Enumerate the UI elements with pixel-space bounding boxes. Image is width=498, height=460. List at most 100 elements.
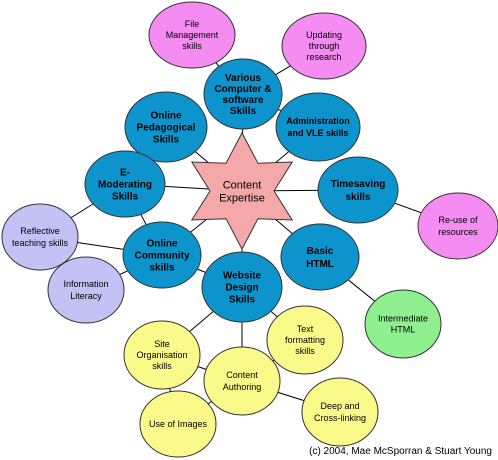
node-label-use-of-images-line: Use of Images	[149, 419, 208, 429]
node-label-computer-software-line: Various	[225, 73, 262, 84]
node-ellipse	[317, 156, 399, 224]
node-label-reuse-resources: Re-use of resources	[438, 215, 478, 237]
center-label-line: Content	[223, 179, 262, 191]
node-label-text-formatting-line: skills	[295, 346, 315, 356]
node-label-e-moderating-line: Skills	[112, 192, 139, 203]
node-ellipse	[139, 390, 217, 458]
node-timesaving: Timesaving skills	[317, 156, 399, 224]
node-label-basic-html-line: Basic	[307, 246, 334, 257]
node-ellipse	[266, 305, 344, 375]
node-label-intermediate-html-line: Intermediate	[378, 314, 428, 324]
node-label-basic-html-line: HTML	[306, 259, 334, 270]
node-label-information-literacy-line: Literacy	[70, 291, 102, 301]
node-label-computer-software-line: Skills	[230, 106, 257, 117]
node-label-deep-crosslinking-line: Deep and	[320, 401, 359, 411]
node-label-information-literacy-line: Information	[63, 279, 108, 289]
node-label-use-of-images: Use of Images	[149, 419, 208, 429]
node-ellipse	[281, 12, 367, 80]
node-label-file-management-line: Management	[166, 30, 219, 40]
node-ellipse	[123, 320, 201, 390]
node-ellipse	[203, 58, 283, 130]
node-label-updating-research-line: research	[306, 52, 341, 62]
node-label-reflective-teaching-line: Reflective	[20, 226, 60, 236]
node-ellipse	[148, 1, 236, 69]
node-label-website-design-line: Design	[225, 283, 258, 294]
node-label-online-pedagogical-line: Online	[150, 111, 182, 122]
node-label-content-authoring-line: Authoring	[223, 382, 262, 392]
node-reuse-resources: Re-use of resources	[417, 192, 498, 260]
node-label-online-pedagogical-line: Pedagogical	[137, 123, 196, 134]
node-label-reuse-resources-line: resources	[438, 227, 478, 237]
node-ellipse	[275, 92, 361, 162]
node-ellipse	[203, 346, 281, 416]
node-label-website-design-line: Website	[223, 271, 262, 282]
node-ellipse	[301, 377, 379, 447]
node-label-timesaving: Timesaving skills	[331, 179, 386, 203]
node-label-site-organisation-line: skills	[152, 361, 172, 371]
node-label-online-community-line: skills	[149, 263, 174, 274]
node-label-computer-software-line: software	[222, 95, 264, 106]
node-ellipse	[417, 192, 498, 260]
node-label-online-community-line: Community	[135, 251, 190, 262]
node-label-site-organisation-line: Site	[154, 339, 170, 349]
center-label-line: Expertise	[219, 192, 265, 204]
node-label-content-authoring-line: Content	[226, 370, 258, 380]
node-label-updating-research-line: through	[309, 41, 340, 51]
node-use-of-images: Use of Images	[139, 390, 217, 458]
node-ellipse	[364, 289, 442, 359]
node-label-reflective-teaching-line: teaching skills	[12, 238, 69, 248]
node-ellipse	[124, 91, 208, 163]
node-ellipse	[1, 203, 79, 271]
node-label-computer-software-line: Computer &	[214, 84, 271, 95]
node-label-administration-vle-line: Administration	[286, 116, 350, 126]
node-label-file-management-line: skills	[182, 41, 202, 51]
node-label-online-pedagogical-line: Skills	[153, 135, 180, 146]
node-label-text-formatting-line: Text	[297, 324, 314, 334]
node-label-timesaving-line: skills	[345, 192, 370, 203]
node-label-updating-research-line: Updating	[306, 30, 342, 40]
node-label-file-management-line: File	[185, 19, 200, 29]
node-label-reuse-resources-line: Re-use of	[438, 215, 478, 225]
node-label-website-design-line: Skills	[229, 295, 256, 306]
node-label-text-formatting-line: formatting	[285, 335, 325, 345]
node-ellipse	[84, 150, 166, 218]
node-label-site-organisation-line: Organisation	[136, 350, 187, 360]
copyright-credit: (c) 2004, Mae McSporran & Stuart Young	[309, 446, 492, 457]
node-ellipse	[280, 223, 360, 291]
node-reflective-teaching: Reflective teaching skills	[1, 203, 79, 271]
node-label-reflective-teaching: Reflective teaching skills	[12, 226, 69, 248]
node-label-e-moderating-line: Moderating	[98, 180, 152, 191]
node-label-timesaving-line: Timesaving	[331, 179, 386, 190]
